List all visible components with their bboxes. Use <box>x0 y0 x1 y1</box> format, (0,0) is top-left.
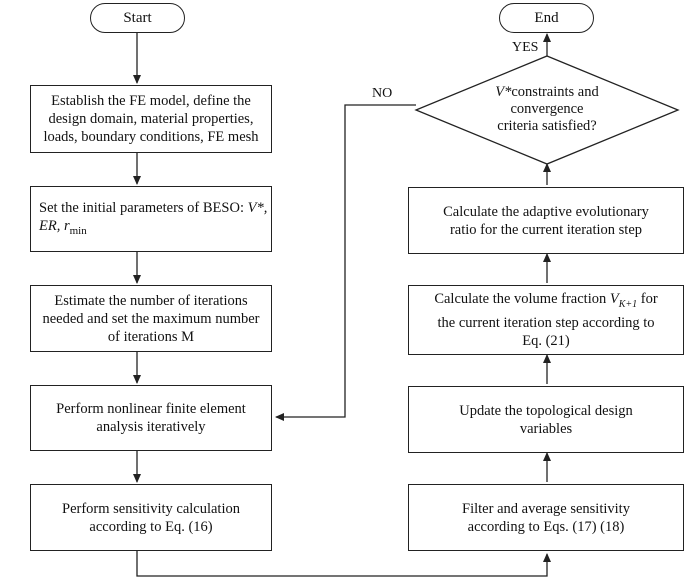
no-label: NO <box>372 86 393 101</box>
adaptive-line-2: ratio for the current iteration step <box>449 221 643 238</box>
end-terminal: End <box>499 3 594 33</box>
decision-line-3: criteria satisfied? <box>497 118 597 134</box>
estimate-line-3: of iterations M <box>107 328 195 345</box>
update-line-1: Update the topological design <box>459 402 633 419</box>
filter-line-2: according to Eqs. (17) (18) <box>467 518 625 535</box>
set-params-line-2: ER, rmin <box>39 217 87 237</box>
establish-fe-model-box: Establish the FE model, define the desig… <box>30 85 272 153</box>
decision-text: V*constraints and convergence criteria s… <box>447 84 647 135</box>
establish-line-3: loads, boundary conditions, FE mesh <box>43 129 259 145</box>
yes-label: YES <box>512 40 539 55</box>
establish-line-1: Establish the FE model, define the <box>51 93 251 109</box>
sensitivity-line-1: Perform sensitivity calculation <box>62 500 240 517</box>
set-initial-parameters-box: Set the initial parameters of BESO: V*, … <box>30 186 272 252</box>
update-variables-box: Update the topological design variables <box>408 386 684 453</box>
volume-line-3: Eq. (21) <box>522 332 570 349</box>
filter-line-1: Filter and average sensitivity <box>462 500 630 517</box>
set-params-line-1: Set the initial parameters of BESO: V*, <box>39 199 268 216</box>
volume-fraction-box: Calculate the volume fraction VK+1 for t… <box>408 285 684 355</box>
estimate-iterations-box: Estimate the number of iterations needed… <box>30 285 272 352</box>
decision-line-2: convergence <box>510 101 584 117</box>
arrow-decision-no-to-fea <box>275 104 416 421</box>
perform-fea-box: Perform nonlinear finite element analysi… <box>30 385 272 451</box>
adaptive-ratio-box: Calculate the adaptive evolutionary rati… <box>408 187 684 254</box>
end-label: End <box>534 9 559 26</box>
arrow-sensitivity-to-filter <box>136 551 551 577</box>
volume-line-1: Calculate the volume fraction VK+1 for <box>434 291 658 310</box>
adaptive-line-1: Calculate the adaptive evolutionary <box>443 203 649 220</box>
decision-line-1: V*constraints and <box>495 84 599 100</box>
estimate-line-1: Estimate the number of iterations <box>54 292 248 309</box>
filter-average-box: Filter and average sensitivity according… <box>408 484 684 551</box>
volume-line-2: the current iteration step according to <box>437 314 655 331</box>
establish-line-2: design domain, material properties, <box>48 111 254 127</box>
decision-diamond <box>414 55 680 165</box>
update-line-2: variables <box>519 420 573 437</box>
fea-line-1: Perform nonlinear finite element <box>56 401 246 417</box>
start-label: Start <box>123 9 152 26</box>
sensitivity-line-2: according to Eq. (16) <box>89 518 213 535</box>
estimate-line-2: needed and set the maximum number <box>42 310 260 327</box>
fea-line-2: analysis iteratively <box>96 419 206 435</box>
sensitivity-calculation-box: Perform sensitivity calculation accordin… <box>30 484 272 551</box>
start-terminal: Start <box>90 3 185 33</box>
